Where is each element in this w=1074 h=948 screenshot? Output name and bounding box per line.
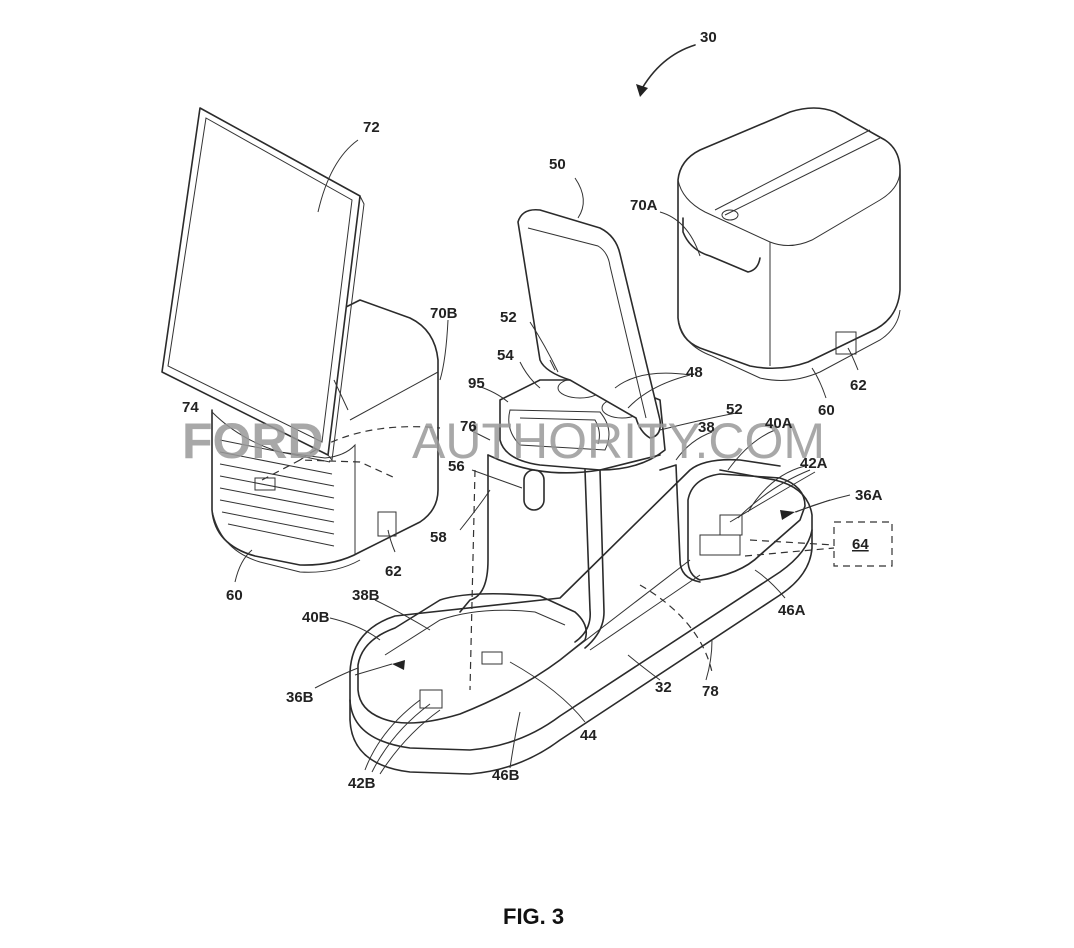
watermark: FORD AUTHORITY.COM (182, 413, 825, 469)
ref-72: 72 (363, 119, 380, 136)
ref-74: 74 (182, 399, 199, 416)
ref-42B: 42B (348, 775, 376, 792)
ref-42A: 42A (800, 455, 828, 472)
ref-58: 58 (430, 529, 447, 546)
ref-44: 44 (580, 727, 597, 744)
ref-60-right: 60 (818, 402, 835, 419)
arrow-30-head (636, 84, 648, 97)
arrow-36A-head (780, 510, 795, 520)
watermark-authority: AUTHORITY.COM (412, 413, 825, 469)
ref-30: 30 (700, 29, 717, 46)
arrow-36B-head (392, 660, 405, 670)
ref-50: 50 (549, 156, 566, 173)
pad-44-shape (481, 651, 503, 665)
display-72 (161, 107, 365, 462)
base-tray (349, 458, 813, 775)
remote-box-64 (744, 521, 893, 567)
ref-40A: 40A (765, 415, 793, 432)
ref-56: 56 (448, 458, 465, 475)
ref-60-left: 60 (226, 587, 243, 604)
cooler-70A (677, 107, 901, 381)
leader-lines (234, 139, 859, 775)
ref-54: 54 (497, 347, 514, 364)
lid-50 (517, 208, 662, 439)
ref-64: 64 (852, 536, 869, 553)
figure-caption: FIG. 3 (503, 904, 564, 929)
ref-48: 48 (686, 364, 703, 381)
ref-46A: 46A (778, 602, 806, 619)
ref-70B: 70B (430, 305, 458, 322)
slot-56-shape (523, 469, 545, 511)
ref-62-right: 62 (850, 377, 867, 394)
ref-78: 78 (702, 683, 719, 700)
ref-38: 38 (698, 419, 715, 436)
ref-76: 76 (460, 418, 477, 435)
ref-36B: 36B (286, 689, 314, 706)
ref-95: 95 (468, 375, 485, 392)
watermark-ford: FORD (182, 413, 324, 469)
arrows (354, 44, 831, 676)
ref-70A: 70A (630, 197, 658, 214)
ref-52-upper: 52 (500, 309, 517, 326)
ref-62-left: 62 (385, 563, 402, 580)
ref-38B: 38B (352, 587, 380, 604)
ref-36A: 36A (855, 487, 883, 504)
ref-32: 32 (655, 679, 672, 696)
ref-52-lower: 52 (726, 401, 743, 418)
reference-labels: 30 72 50 70A 70B 52 54 48 95 74 52 76 38… (182, 29, 883, 792)
ref-40B: 40B (302, 609, 330, 626)
ref-46B: 46B (492, 767, 520, 784)
